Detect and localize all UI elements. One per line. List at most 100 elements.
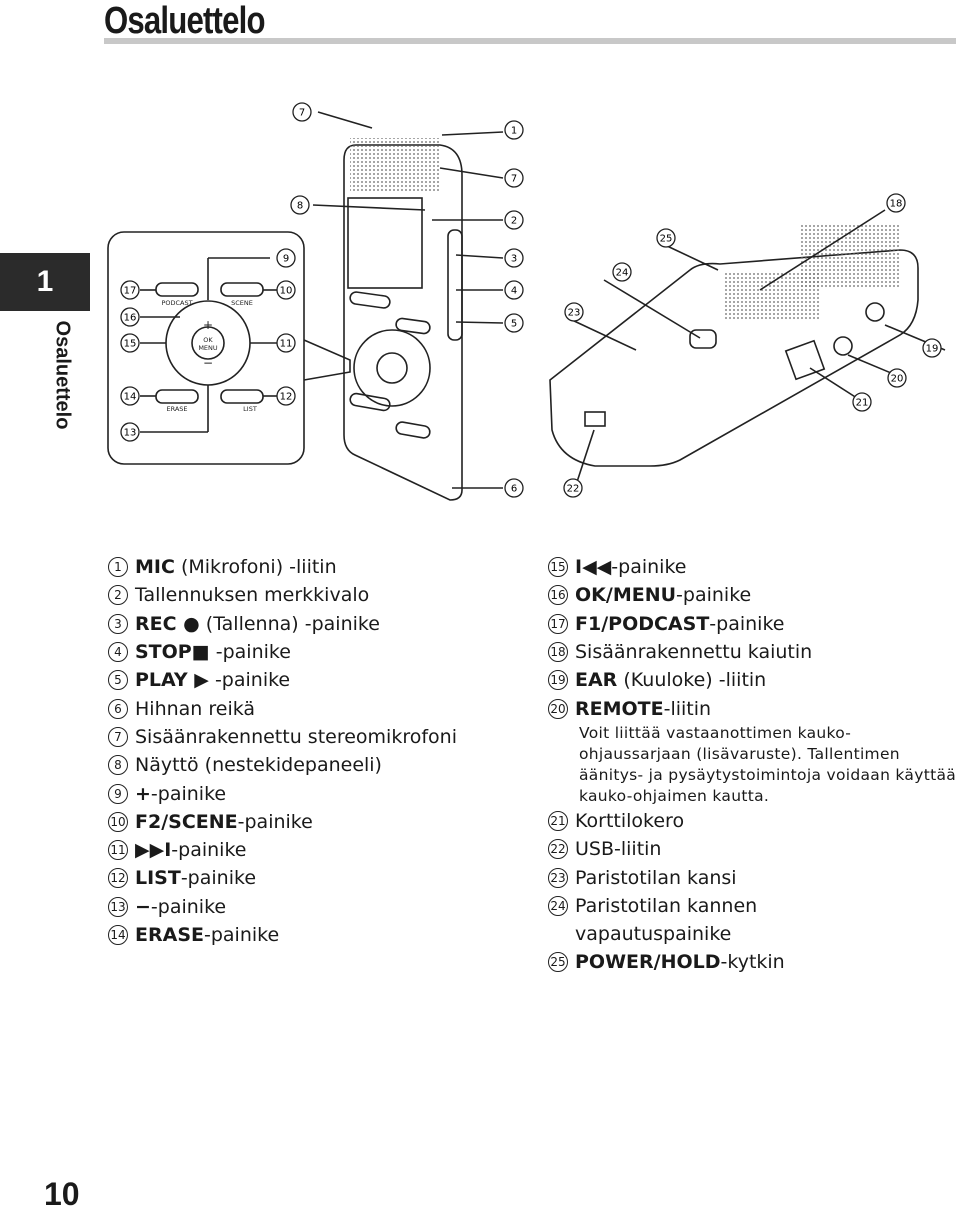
page-title: Osaluettelo xyxy=(104,0,266,42)
podcast-button xyxy=(155,282,199,297)
callout-5: 5 xyxy=(504,313,524,333)
item-number: 5 xyxy=(108,670,128,691)
item-number: 12 xyxy=(108,868,128,889)
card-slot xyxy=(784,339,826,381)
scene-label: SCENE xyxy=(231,299,253,307)
item-key: LIST xyxy=(135,867,181,890)
item-text: Hihnan reikä xyxy=(135,697,256,720)
item-text: -painike xyxy=(709,612,785,635)
legend-item-11: 11▶▶I-painike xyxy=(108,836,457,864)
legend-item-8: 8 Näyttö (nestekidepaneeli) xyxy=(108,751,457,779)
item-number: 25 xyxy=(548,952,568,973)
item-text: Tallennuksen merkkivalo xyxy=(135,584,370,607)
svg-text:6: 6 xyxy=(511,484,517,495)
legend-item-continued: vapautuspainike xyxy=(575,920,959,948)
item-number: 6 xyxy=(108,698,128,719)
legend-item-13: 13−-painike xyxy=(108,893,457,921)
item-key: EAR xyxy=(575,669,618,692)
item-number: 11 xyxy=(108,840,128,861)
svg-text:13: 13 xyxy=(124,428,137,439)
item-key: OK/MENU xyxy=(575,584,677,607)
device-illustration: PODCAST SCENE ERASE LIST OK MENU + − 717… xyxy=(107,102,946,501)
item-text: (Tallenna) -painike xyxy=(199,612,380,635)
item-key: F2/SCENE xyxy=(135,810,238,833)
callout-3: 3 xyxy=(504,248,524,268)
callout-17: 17 xyxy=(120,280,140,300)
ear-jack xyxy=(865,302,885,322)
item-number: 18 xyxy=(548,642,568,663)
svg-text:4: 4 xyxy=(511,286,517,297)
item-text: (Mikrofoni) -liitin xyxy=(174,556,337,579)
usb-connector xyxy=(584,411,606,427)
legend-item-6: 6 Hihnan reikä xyxy=(108,694,457,722)
item-key: REMOTE xyxy=(575,697,664,720)
svg-text:23: 23 xyxy=(568,308,581,319)
item-number: 24 xyxy=(548,895,568,916)
item-text: Paristotilan kannen xyxy=(575,894,758,917)
item-text: -liitin xyxy=(663,697,712,720)
item-number: 9 xyxy=(108,783,128,804)
callout-7: 7 xyxy=(504,168,524,188)
remote-note: Voit liittää vastaanottimen kauko-ohjaus… xyxy=(579,723,957,805)
item-text: Sisäänrakennettu stereomikrofoni xyxy=(135,725,457,748)
svg-text:3: 3 xyxy=(511,254,517,265)
item-text: USB-liitin xyxy=(575,838,662,861)
callout-18: 18 xyxy=(886,193,906,213)
item-number: 2 xyxy=(108,585,128,606)
svg-text:24: 24 xyxy=(616,268,629,279)
title-rule xyxy=(104,38,956,44)
item-text: Näyttö (nestekidepaneeli) xyxy=(135,754,382,777)
svg-text:5: 5 xyxy=(511,319,517,330)
item-number: 23 xyxy=(548,867,568,888)
podcast-label: PODCAST xyxy=(161,299,192,307)
item-number: 7 xyxy=(108,726,128,747)
item-number: 17 xyxy=(548,613,568,634)
battery-release-button xyxy=(689,329,717,349)
item-number: 13 xyxy=(108,896,128,917)
svg-text:16: 16 xyxy=(124,313,137,324)
callout-14: 14 xyxy=(120,386,140,406)
callout-16: 16 xyxy=(120,307,140,327)
page-number: 10 xyxy=(44,1176,80,1212)
item-key: POWER/HOLD xyxy=(575,951,721,974)
svg-text:22: 22 xyxy=(567,484,580,495)
svg-text:25: 25 xyxy=(660,234,673,245)
item-key: − xyxy=(135,895,151,918)
item-key: REC ● xyxy=(135,612,200,635)
callout-4: 4 xyxy=(504,280,524,300)
item-number: 10 xyxy=(108,811,128,832)
microphone-grille xyxy=(350,138,440,193)
recorder-front-body xyxy=(343,144,463,501)
callout-20: 20 xyxy=(887,368,907,388)
item-text: -painike xyxy=(150,895,227,918)
item-number: 8 xyxy=(108,755,128,776)
item-number: 16 xyxy=(548,585,568,606)
svg-text:2: 2 xyxy=(511,216,517,227)
callout-12: 12 xyxy=(276,386,296,406)
item-number: 21 xyxy=(548,810,568,831)
item-key: I◀◀ xyxy=(575,556,612,579)
item-text: -painike xyxy=(676,584,752,607)
erase-button xyxy=(155,389,199,404)
item-key: PLAY ▶ xyxy=(135,669,209,692)
display-screen xyxy=(347,197,423,289)
svg-text:15: 15 xyxy=(124,339,137,350)
item-number: 1 xyxy=(108,557,128,578)
svg-text:20: 20 xyxy=(891,374,904,385)
front-navigation-ring xyxy=(353,329,431,407)
svg-text:11: 11 xyxy=(280,339,293,350)
item-number: 22 xyxy=(548,839,568,860)
callout-8: 8 xyxy=(290,195,310,215)
svg-text:17: 17 xyxy=(124,286,137,297)
list-button xyxy=(220,389,264,404)
